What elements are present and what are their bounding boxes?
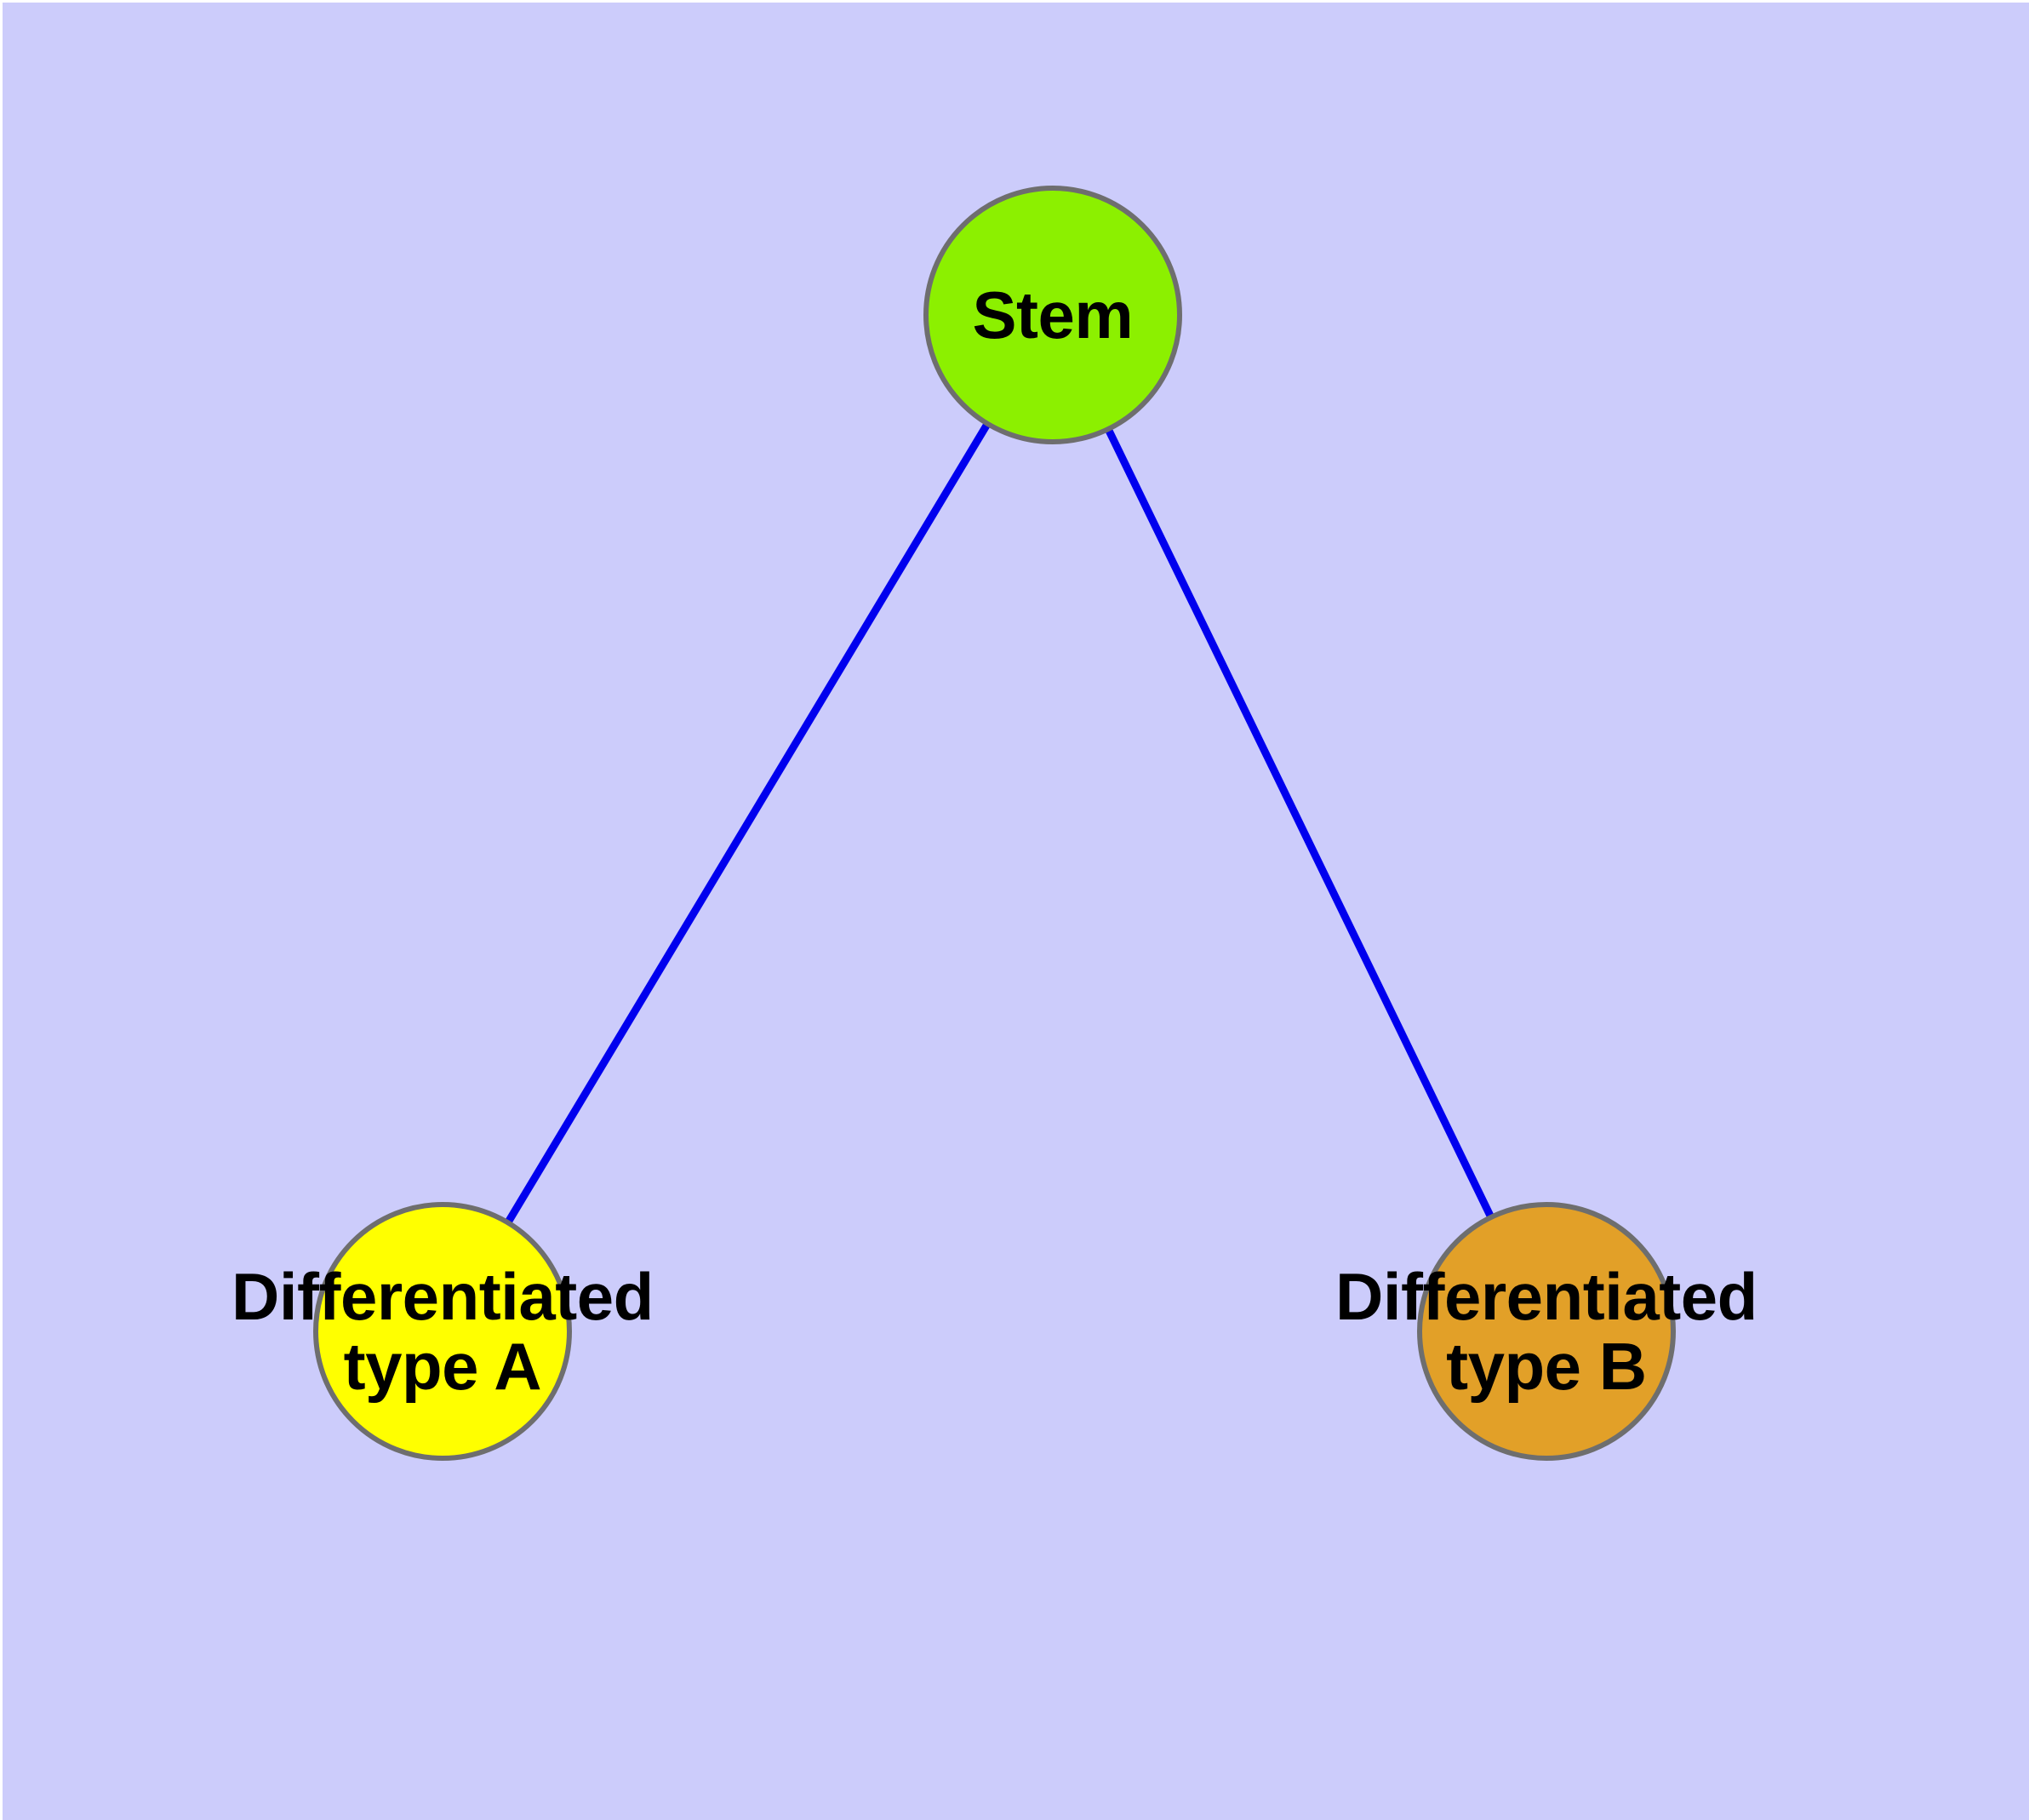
node-diff_b[interactable] bbox=[1417, 1202, 1676, 1461]
edge-layer bbox=[439, 312, 1551, 1334]
node-stem[interactable] bbox=[923, 186, 1182, 444]
node-layer bbox=[313, 186, 1676, 1461]
edge-stem-diff_a[interactable] bbox=[439, 312, 1056, 1334]
node-diff_a[interactable] bbox=[313, 1202, 572, 1461]
edge-stem-diff_b[interactable] bbox=[1049, 313, 1551, 1333]
